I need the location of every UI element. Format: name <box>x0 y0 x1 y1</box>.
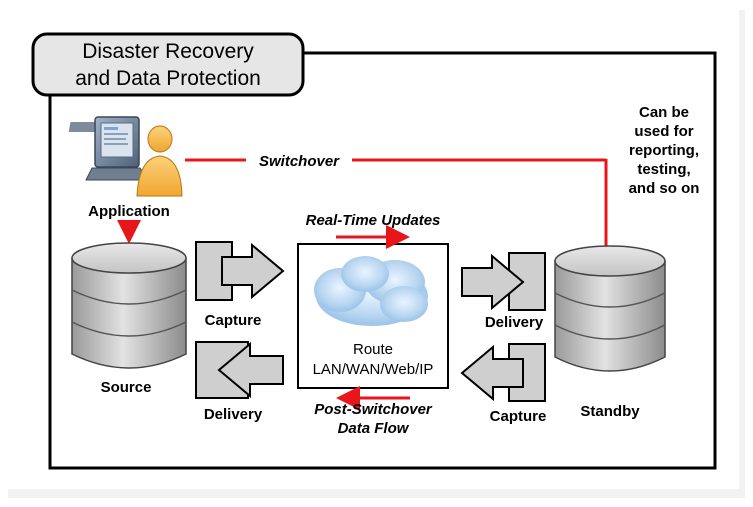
note-line-5: and so on <box>629 180 700 197</box>
note-line-1: Can be <box>639 104 689 121</box>
title-tab <box>31 32 305 97</box>
capture-block-left <box>195 241 285 301</box>
source-label: Source <box>101 379 152 396</box>
post-switchover-label-line-1: Post-Switchover <box>314 401 433 418</box>
note-line-3: reporting, <box>629 142 699 159</box>
route-label-line-2: LAN/WAN/Web/IP <box>313 361 434 378</box>
delivery-block-left <box>195 341 284 399</box>
delivery-label-right: Delivery <box>485 314 544 331</box>
title-line-2: and Data Protection <box>75 67 261 90</box>
standby-label: Standby <box>580 403 640 420</box>
standby-note: Can be used for reporting, testing, and … <box>629 104 700 197</box>
delivery-label-left: Delivery <box>204 406 263 423</box>
post-switchover-label-line-2: Data Flow <box>338 420 410 437</box>
capture-label-right: Capture <box>490 408 547 425</box>
source-database-icon <box>71 242 187 369</box>
route-label-line-1: Route <box>353 341 393 358</box>
note-line-2: used for <box>634 123 693 140</box>
title-line-1: Disaster Recovery <box>82 40 254 63</box>
cloud-icon <box>314 256 428 326</box>
delivery-block-right <box>461 252 546 311</box>
application-label: Application <box>88 203 170 220</box>
diagram-frame <box>48 51 717 470</box>
capture-block-right <box>460 343 546 402</box>
note-line-4: testing, <box>637 161 690 178</box>
realtime-updates-label: Real-Time Updates <box>306 212 441 229</box>
capture-label-left: Capture <box>205 312 262 329</box>
switchover-label: Switchover <box>259 153 340 170</box>
standby-database-icon <box>554 245 666 372</box>
computer-user-icon <box>68 116 183 197</box>
